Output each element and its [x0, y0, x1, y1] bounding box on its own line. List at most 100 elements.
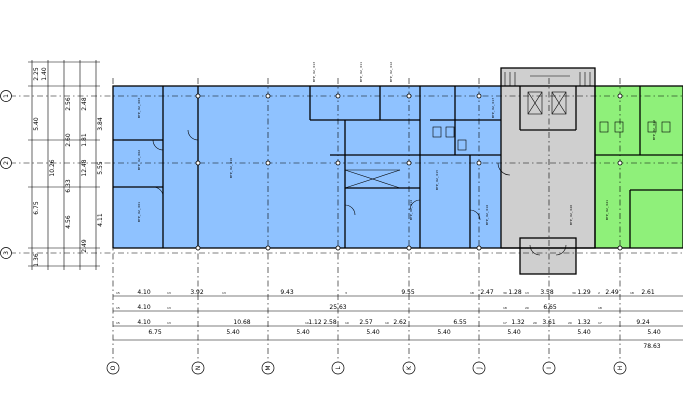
- dim-r1s-4: 18: [470, 291, 474, 295]
- axis-label-O: O: [110, 365, 117, 370]
- dim-r4-0: 6.75: [148, 329, 162, 336]
- dim-row-1-small: 15 13 13 3 18 30 13 30 2 18: [116, 291, 634, 295]
- dim-r3-4: 2.57: [359, 319, 373, 326]
- gray-zone-entrance: [520, 238, 576, 274]
- dim-r1s-7: 30: [572, 291, 576, 295]
- gray-zone-core: [501, 68, 595, 248]
- stair-core: [504, 72, 591, 115]
- dim-r3s-8: 17: [598, 321, 602, 325]
- dim-r3s-4: 10: [385, 321, 389, 325]
- dim-r3-0: 4.10: [137, 319, 151, 326]
- left-dim-col1-1: 1.40: [41, 67, 48, 81]
- axis-label-H: H: [617, 366, 624, 371]
- dim-row-1: 4.10 3.92 9.43 9.55 2.47 1.28 3.58 1.29 …: [137, 289, 655, 296]
- dim-r1-8: 2.49: [605, 289, 619, 296]
- dim-r2s-2: 18: [503, 306, 507, 310]
- left-dim-col3-2: 6.33: [65, 179, 72, 193]
- left-dimension-lines: [28, 60, 100, 270]
- left-dim-col4-3: 2.49: [81, 239, 88, 253]
- dim-r1-2: 9.43: [280, 289, 294, 296]
- total-length: 78.63: [643, 343, 660, 350]
- room-label-7: BTP_ 02_ 014: [409, 200, 413, 220]
- dim-r1s-5: 30: [503, 291, 507, 295]
- axis-label-I: I: [546, 367, 553, 369]
- dim-r3-6: 6.55: [453, 319, 467, 326]
- axis-label-1: 1: [3, 94, 10, 98]
- dim-row-3-small: 15 13 10 10 10 17 20 20 17: [116, 321, 602, 325]
- blue-zone: [113, 86, 510, 248]
- dim-row-4: 6.75 5.40 5.40 5.40 5.40 5.40 5.40 5.40: [148, 329, 661, 336]
- dim-r1-0: 4.10: [137, 289, 151, 296]
- room-label-13: BTP_ 02_ 022: [652, 120, 656, 140]
- dim-r2-1: 25.63: [329, 304, 346, 311]
- dim-r2s-4: 18: [598, 306, 602, 310]
- left-dim-col2-0: 10.26: [49, 159, 56, 176]
- dim-r4-5: 5.40: [507, 329, 521, 336]
- dim-r1s-9: 18: [630, 291, 634, 295]
- axis-label-2: 2: [3, 161, 10, 165]
- dim-r4-7: 5.40: [647, 329, 661, 336]
- dim-r3s-3: 10: [345, 321, 349, 325]
- dim-r4-4: 5.40: [437, 329, 451, 336]
- dim-r3s-5: 17: [503, 321, 507, 325]
- dim-r3s-0: 15: [116, 321, 120, 325]
- dim-r1-5: 1.28: [508, 289, 522, 296]
- room-label-3: BTP_ 02_ 010: [229, 158, 233, 178]
- room-label-9: BTP_ 02_ 016: [485, 205, 489, 225]
- room-label-4: BTP_ 02_ 011: [359, 62, 363, 82]
- dim-r3s-1: 13: [167, 321, 171, 325]
- dim-r1s-1: 13: [167, 291, 171, 295]
- room-label-10: BTP_ 02_ 017: [491, 98, 495, 118]
- left-dim-col4-0: 2.48: [81, 97, 88, 111]
- left-dim-col4-2: 1.81: [81, 133, 88, 147]
- room-label-0: BTP_ 02_ 003: [137, 98, 141, 118]
- dim-r1-1: 3.92: [190, 289, 204, 296]
- dim-r1s-6: 13: [525, 291, 529, 295]
- dim-r2s-1: 13: [167, 306, 171, 310]
- dim-r3s-2: 10: [305, 321, 309, 325]
- left-dim-col1-3: 6.75: [33, 201, 40, 215]
- left-dim-col3-0: 2.56: [65, 97, 72, 111]
- dim-r1s-3: 3: [345, 291, 347, 295]
- door-swings: [152, 129, 567, 256]
- dim-r3s-7: 20: [568, 321, 572, 325]
- dim-row-3: 4.10 10.68 1.12 2.58 2.57 2.62 6.55 1.32…: [137, 319, 650, 326]
- dim-r3s-6: 20: [533, 321, 537, 325]
- left-dim-col1-4: 1.36: [33, 253, 40, 267]
- dim-r2-2: 6.65: [543, 304, 557, 311]
- bottom-dimension-lines: [113, 295, 683, 341]
- dim-r3-7: 1.32: [511, 319, 525, 326]
- dim-r1-4: 2.47: [480, 289, 494, 296]
- dim-r3-9: 1.32: [577, 319, 591, 326]
- dim-r3-3: 2.58: [323, 319, 337, 326]
- left-dim-col5-0: 3.84: [97, 117, 104, 131]
- left-dim-col5-1: 5.55: [97, 161, 104, 175]
- axis-label-3: 3: [3, 251, 10, 255]
- dim-r2-0: 4.10: [137, 304, 151, 311]
- dim-r1-3: 9.55: [401, 289, 415, 296]
- green-zone: [595, 86, 683, 248]
- dim-r2s-3: 20: [525, 306, 529, 310]
- dim-r3-8: 3.61: [542, 319, 556, 326]
- grid-axes: [10, 78, 683, 362]
- dim-r1s-8: 2: [598, 291, 600, 295]
- room-label-11: BTP_ 02_ 020: [569, 205, 573, 225]
- axis-label-J: J: [476, 367, 483, 370]
- left-dim-col3-1: 2.60: [65, 133, 72, 147]
- left-dimension-texts: 2.25 1.40 5.40 6.75 1.36 10.26 2.56 2.60…: [33, 67, 104, 267]
- room-label-12: BTP_ 02_ 021: [605, 200, 609, 220]
- room-label-8: BTP_ 02_ 015: [435, 170, 439, 190]
- interior-walls: [113, 86, 683, 248]
- dim-r4-1: 5.40: [226, 329, 240, 336]
- dim-r1-7: 1.29: [577, 289, 591, 296]
- left-dim-col4-1: 12.48: [81, 159, 88, 176]
- dim-row-2: 4.10 25.63 6.65: [137, 304, 557, 311]
- left-dim-col5-2: 4.11: [97, 213, 104, 227]
- dim-r1-6: 3.58: [540, 289, 554, 296]
- room-labels: BTP_ 02_ 003 BTP_ 02_ 002 BTP_ 02_ 001 B…: [137, 62, 656, 225]
- room-label-2: BTP_ 02_ 001: [137, 202, 141, 222]
- room-label-5: BTP_ 02_ 012: [389, 62, 393, 82]
- dim-row-2-small: 15 13 18 20 18: [116, 306, 602, 310]
